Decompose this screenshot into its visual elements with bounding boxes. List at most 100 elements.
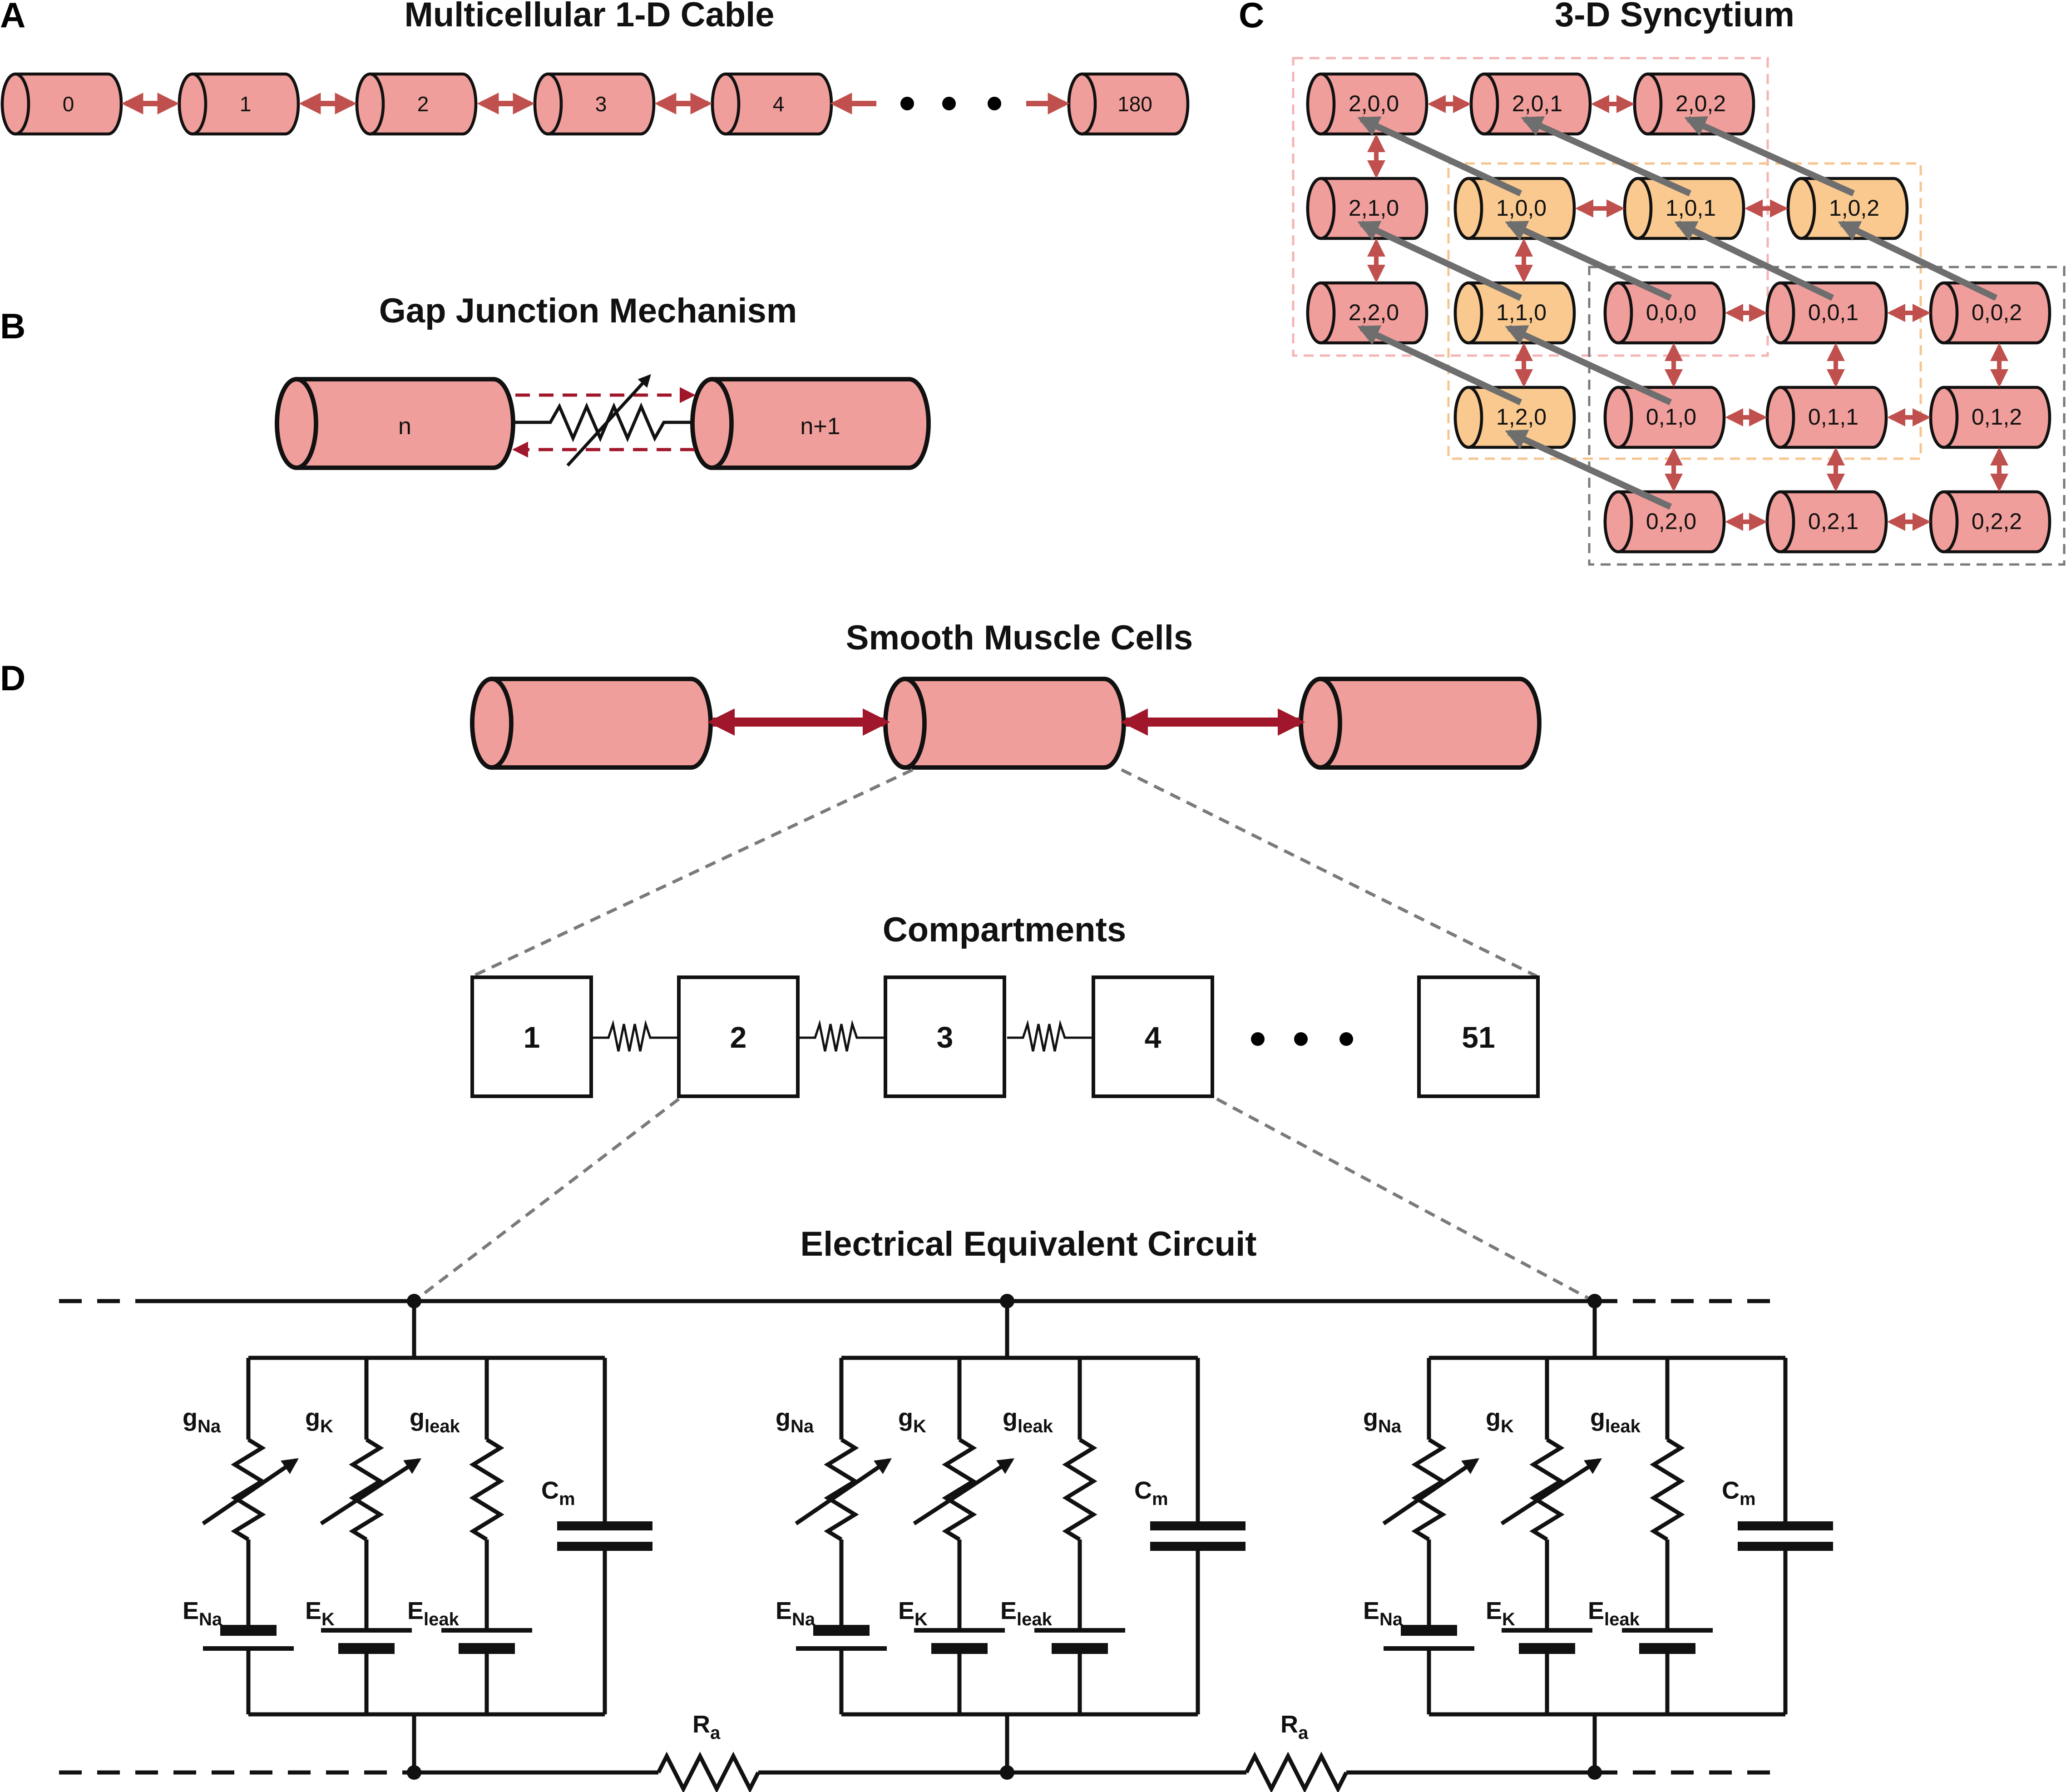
syncytium-cell-label: 0,1,2	[1972, 404, 2022, 430]
gap-cell-n-label: n	[398, 413, 411, 440]
circuit-title: Electrical Equivalent Circuit	[800, 1225, 1256, 1263]
compartment-label: 2	[730, 1020, 747, 1054]
layer-link	[1838, 220, 1998, 301]
syncytium-cell-label: 0,2,2	[1972, 509, 2022, 534]
g-na-resistor	[231, 1438, 266, 1541]
g-k-label: gK	[305, 1404, 333, 1436]
syncytium-cell: 2,0,2	[1633, 72, 1755, 136]
syncytium-cell: 0,0,1	[1765, 281, 1888, 345]
e-na-battery	[796, 1625, 887, 1651]
smooth-muscle-title: Smooth Muscle Cells	[846, 619, 1193, 657]
cable-cell-label: 1	[240, 92, 252, 116]
syncytium-cell: 0,1,1	[1765, 386, 1888, 449]
syncytium-cell-label: 1,0,0	[1496, 195, 1547, 221]
compartment-ellipsis	[1251, 1032, 1353, 1046]
compartment-label: 3	[937, 1020, 954, 1054]
syncytium-cell-label: 0,2,1	[1808, 509, 1858, 534]
g-leak-label: gleak	[1003, 1404, 1053, 1436]
smooth-muscle-cell	[470, 677, 713, 770]
panel-c-letter: C	[1239, 0, 1264, 35]
compartment-box: 2	[677, 975, 800, 1098]
zoom-line	[413, 1098, 680, 1302]
syncytium-cells: 2,0,0 2,0,1 2,0,2 2,1,0 1,0,0 1,0,1 1,0,2 2,2,0…	[1306, 72, 2051, 554]
ra-resistor	[1244, 1752, 1349, 1792]
cable-ellipsis	[900, 97, 1001, 110]
cable-cell: 1	[178, 72, 300, 136]
syncytium-cell-label: 0,2,0	[1646, 509, 1696, 534]
g-k-label: gK	[898, 1404, 926, 1436]
syncytium-cell: 2,1,0	[1306, 177, 1428, 240]
syncytium-cell: 0,2,0	[1603, 490, 1726, 554]
syncytium-cell: 0,1,0	[1603, 386, 1726, 449]
smooth-muscle-cell	[1299, 677, 1542, 770]
syncytium-cell: 1,1,0	[1453, 281, 1576, 345]
syncytium-links	[1357, 95, 2008, 531]
cable-cell-label: 2	[417, 92, 429, 116]
syncytium-cell-label: 2,0,0	[1349, 91, 1399, 116]
cable-cell-label: 3	[595, 92, 607, 116]
gap-cell-n: n	[275, 377, 515, 470]
syncytium-cell-label: 0,0,0	[1646, 300, 1696, 325]
panel-c-title: 3-D Syncytium	[1555, 0, 1794, 34]
ra-label: Ra	[692, 1711, 721, 1743]
syncytium-cell-label: 0,0,2	[1972, 300, 2022, 325]
compartment-resistors	[593, 1020, 1093, 1052]
cable-cell: 3	[533, 72, 656, 136]
syncytium-cell: 1,0,0	[1453, 177, 1576, 240]
zoom-line	[1216, 1097, 1595, 1303]
layer-link	[1505, 220, 1672, 301]
compartments-title: Compartments	[883, 911, 1126, 949]
cm-label: Cm	[1134, 1477, 1168, 1509]
cable-cell: 180	[1067, 72, 1190, 136]
layer-box-1	[1447, 162, 1922, 460]
syncytium-cell: 2,2,0	[1306, 281, 1428, 345]
cm-capacitor	[1738, 1521, 1833, 1551]
e-leak-label: Eleak	[1000, 1597, 1053, 1629]
g-na-variable-arrow	[202, 1458, 299, 1525]
syncytium-cell: 0,2,1	[1765, 490, 1888, 554]
layer-link	[1674, 220, 1834, 301]
e-na-label: ENa	[776, 1597, 816, 1629]
g-k-resistor	[942, 1438, 977, 1541]
g-k-variable-arrow	[913, 1458, 1015, 1525]
ra-label: Ra	[1280, 1711, 1309, 1743]
g-na-variable-arrow	[1382, 1458, 1479, 1525]
smooth-muscle-cell	[883, 677, 1126, 770]
syncytium-cell-label: 2,2,0	[1349, 300, 1399, 325]
g-na-variable-arrow	[795, 1458, 892, 1525]
syncytium-cell: 1,0,1	[1623, 177, 1745, 240]
g-na-label: gNa	[776, 1404, 814, 1436]
compartment-box: 3	[884, 975, 1006, 1098]
syncytium-cell-label: 2,0,1	[1512, 91, 1562, 116]
e-leak-battery	[441, 1628, 532, 1654]
g-na-label: gNa	[183, 1404, 221, 1436]
compartment-label: 51	[1462, 1020, 1495, 1054]
panel-b-title: Gap Junction Mechanism	[379, 292, 797, 330]
panel-c: C 3-D Syncytium 2,0,0 2,0,1 2,0,2 2,1,0 1,0,…	[1239, 0, 2066, 566]
layer-link	[1505, 429, 1672, 510]
cm-capacitor	[557, 1521, 652, 1551]
compartment-box: 51	[1417, 975, 1540, 1098]
g-na-resistor	[1411, 1438, 1447, 1541]
ra-resistor	[656, 1752, 761, 1792]
syncytium-cell: 1,2,0	[1453, 386, 1576, 449]
cable-cell: 2	[355, 72, 478, 136]
e-k-battery	[1502, 1628, 1592, 1654]
compartment-box: 1	[470, 975, 593, 1098]
e-leak-label: Eleak	[1588, 1597, 1640, 1629]
zoom-line	[471, 768, 914, 978]
syncytium-cell-label: 1,0,2	[1829, 195, 1879, 221]
g-k-label: gK	[1486, 1404, 1514, 1436]
layer-box-0	[1588, 266, 2066, 566]
syncytium-cell: 2,0,1	[1469, 72, 1592, 136]
cable-cell: 4	[711, 72, 833, 136]
layer-link	[1357, 220, 1522, 301]
